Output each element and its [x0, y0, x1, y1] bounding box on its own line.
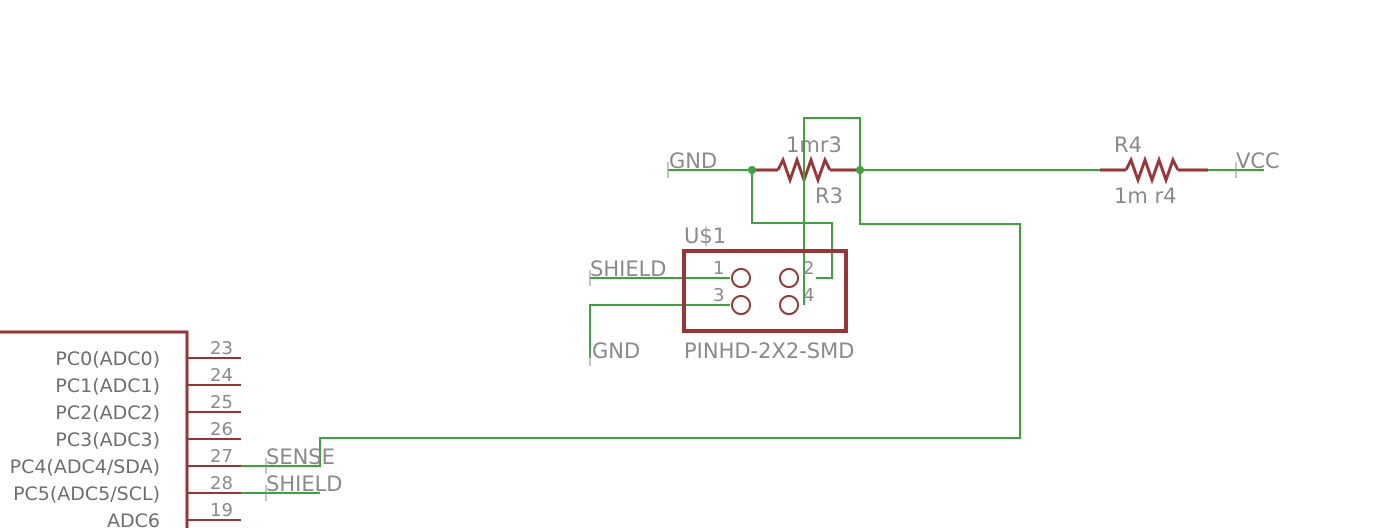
mcu-pin-name: PC1(ADC1) [55, 375, 160, 397]
mcu-pin-row: PC3(ADC3) 26 [55, 419, 241, 451]
connector-package-label: PINHD-2X2-SMD [684, 339, 854, 363]
pad-4-icon [779, 295, 799, 315]
sense-mcu-label: SENSE [266, 445, 335, 469]
gnd-conn-label: GND [592, 339, 640, 363]
mcu-pin-name: PC2(ADC2) [55, 402, 160, 424]
mcu-pin-row: PC1(ADC1) 24 [55, 365, 241, 397]
gnd-to-pin2-wire [751, 170, 833, 279]
resistor-r3[interactable] [752, 155, 860, 185]
shield-mcu-label: SHIELD [266, 472, 342, 496]
mcu-pin-row: PC0(ADC0) 23 [55, 338, 241, 370]
gnd-top-label: GND [669, 149, 717, 173]
connector-body [682, 249, 848, 333]
pin-3-label: 3 [713, 285, 724, 306]
connector-u1[interactable]: 1 2 3 4 [682, 249, 848, 333]
mcu-pin-row: PC5(ADC5/SCL) 28 [13, 473, 241, 505]
pad-1-icon [731, 268, 751, 288]
mcu-pin-number: 24 [210, 365, 233, 386]
mcu-pin-number: 26 [210, 419, 233, 440]
pin-4-label: 4 [803, 285, 814, 306]
resistor-r4[interactable] [1100, 155, 1208, 185]
top-net-group: GND 1mr3 R3 R4 1m r4 VCC [667, 133, 1280, 208]
mcu-pin-name: PC4(ADC4/SDA) [10, 456, 160, 478]
sense-wire [266, 170, 1021, 467]
pin4-loop-wire [803, 117, 861, 305]
r3-name-label: R3 [815, 184, 843, 208]
mcu-pin-name: PC3(ADC3) [55, 429, 160, 451]
r4-value-label: 1m r4 [1114, 184, 1177, 208]
pad-3-icon [731, 295, 751, 315]
connector-name-label: U$1 [684, 224, 726, 248]
mcu-pin-number: 25 [210, 392, 233, 413]
mcu-pin-row: PC4(ADC4/SDA) 27 [10, 446, 241, 478]
mcu-pin-number: 19 [210, 500, 233, 521]
mcu-pin-number: 28 [210, 473, 233, 494]
mcu-pin-row: PC2(ADC2) 25 [55, 392, 241, 424]
mcu-pin-name: ADC6 [107, 510, 160, 528]
pin-2-label: 2 [803, 258, 814, 279]
pin-1-label: 1 [713, 258, 724, 279]
mcu-block[interactable]: PC0(ADC0) 23 PC1(ADC1) 24 PC2(ADC2) 25 P… [0, 330, 241, 528]
mcu-pin-row: ADC6 19 [107, 500, 241, 528]
r4-name-label: R4 [1114, 133, 1142, 157]
shield-conn-label: SHIELD [590, 257, 666, 281]
mcu-pin-name: PC5(ADC5/SCL) [13, 483, 160, 505]
pad-2-icon [779, 268, 799, 288]
r3-value-label: 1mr3 [786, 133, 842, 157]
mcu-pin-number: 27 [210, 446, 233, 467]
mcu-pin-number: 23 [210, 338, 233, 359]
vcc-label: VCC [1236, 149, 1280, 173]
mcu-pin-name: PC0(ADC0) [55, 348, 160, 370]
mcu-body [0, 330, 189, 528]
